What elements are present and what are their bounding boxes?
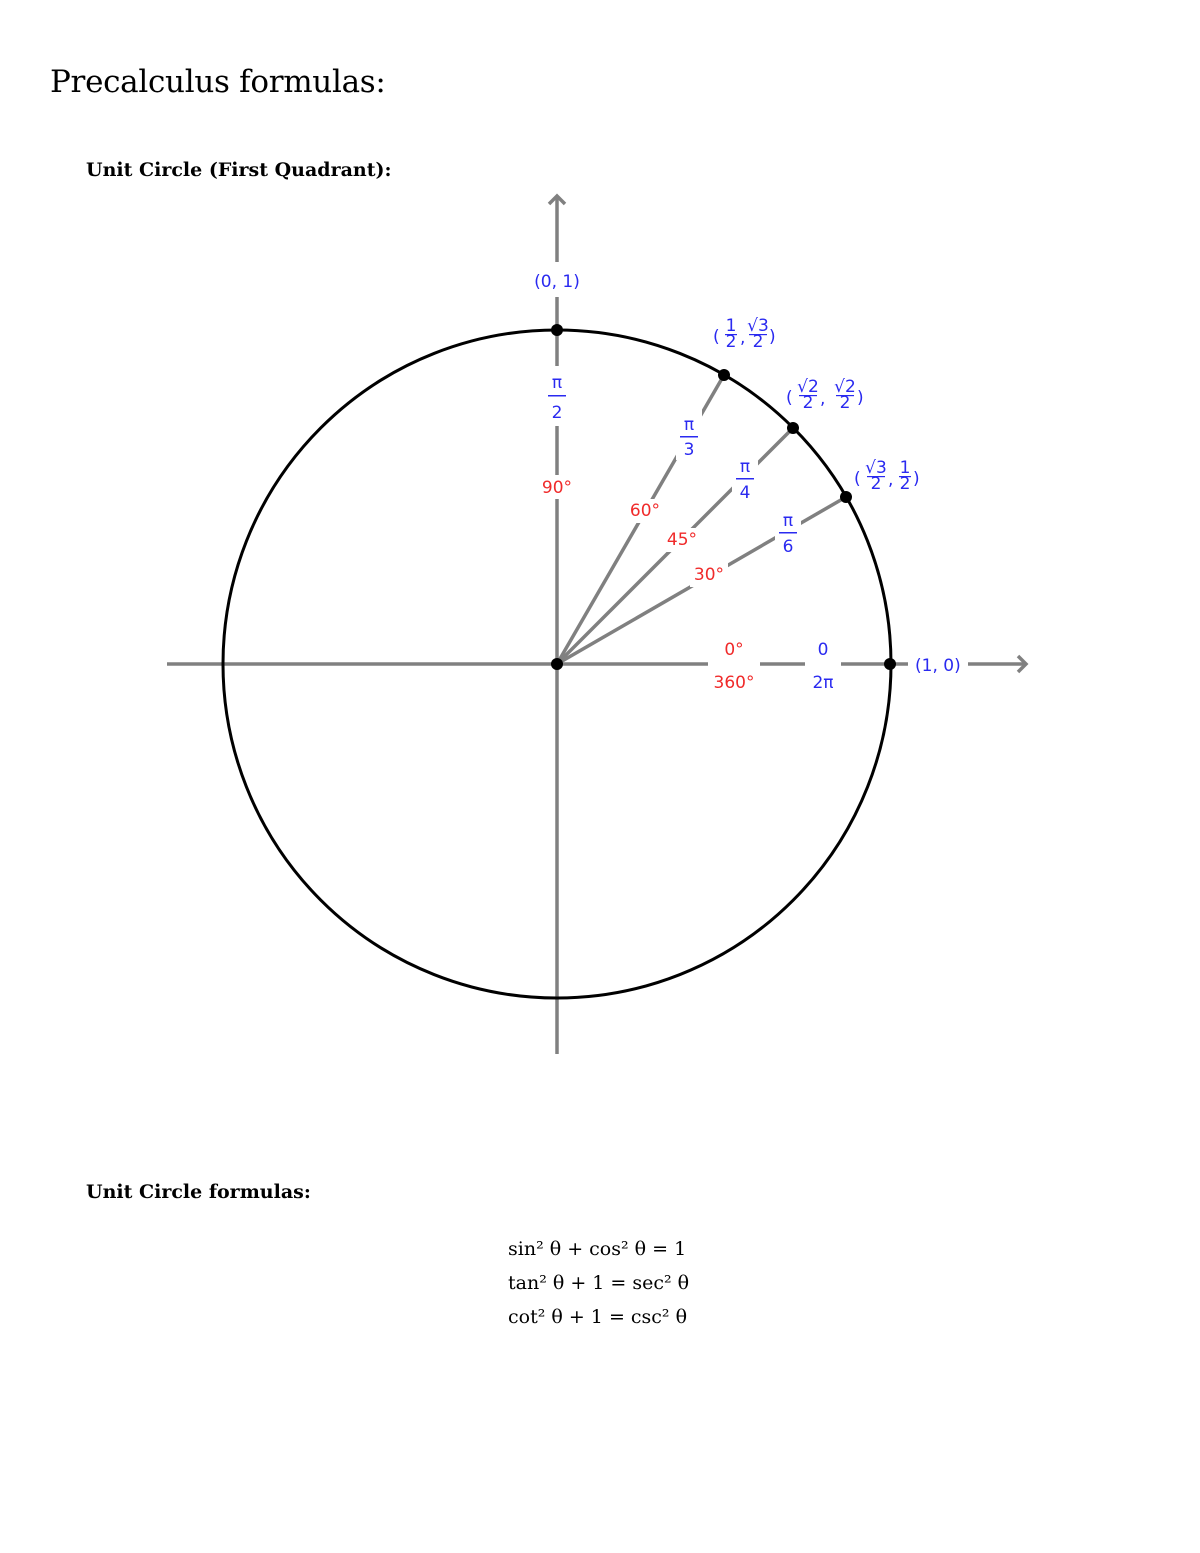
svg-text:√2: √2 xyxy=(797,377,819,397)
page-title: Precalculus formulas: xyxy=(50,64,386,100)
svg-text:4: 4 xyxy=(740,483,751,503)
formulas-heading: Unit Circle formulas: xyxy=(86,1181,311,1203)
formula-tan-sec: tan² θ + 1 = sec² θ xyxy=(508,1272,690,1294)
radian-label-45: π 4 xyxy=(736,457,754,503)
degree-label-90: 90° xyxy=(542,478,572,498)
point-30deg xyxy=(840,491,852,503)
svg-text:2: 2 xyxy=(871,474,882,494)
point-0deg xyxy=(884,658,896,670)
svg-text:1: 1 xyxy=(726,316,737,336)
svg-text:3: 3 xyxy=(684,440,695,460)
coord-label-0: (1, 0) xyxy=(915,656,961,676)
degree-label-360: 360° xyxy=(714,673,755,693)
point-90deg xyxy=(551,324,563,336)
svg-text:π: π xyxy=(740,457,750,477)
coord-label-60: ( 1 2 , √3 2 ) xyxy=(713,316,776,352)
svg-text:2: 2 xyxy=(803,393,814,413)
svg-text:2: 2 xyxy=(753,332,764,352)
formula-list: sin² θ + cos² θ = 1 tan² θ + 1 = sec² θ … xyxy=(508,1232,689,1334)
coord-label-45: ( √2 2 , √2 2 ) xyxy=(786,377,864,413)
y-axis-arrow-icon xyxy=(547,193,567,206)
point-60deg xyxy=(718,369,730,381)
svg-text:1: 1 xyxy=(900,458,911,478)
formula-pythagorean: sin² θ + cos² θ = 1 xyxy=(508,1238,687,1260)
radian-label-30: π 6 xyxy=(779,511,797,557)
radian-label-0: 0 xyxy=(818,640,829,660)
svg-text:√3: √3 xyxy=(865,458,887,478)
svg-text:π: π xyxy=(552,373,562,393)
coord-label-90: (0, 1) xyxy=(534,272,580,292)
coord-label-30: ( √3 2 , 1 2 ) xyxy=(854,458,920,494)
origin-point xyxy=(551,658,563,670)
svg-text:π: π xyxy=(783,511,793,531)
svg-text:): ) xyxy=(913,469,920,489)
radian-label-2pi: 2π xyxy=(812,673,833,693)
svg-text:2: 2 xyxy=(900,474,911,494)
unit-circle-diagram: (0, 1) (1, 0) ( 1 2 , √3 2 ) ( √2 2 , √2… xyxy=(167,193,1029,1054)
formula-cot-csc: cot² θ + 1 = csc² θ xyxy=(508,1306,688,1328)
svg-text:π: π xyxy=(684,415,694,435)
points xyxy=(551,324,896,670)
svg-text:,: , xyxy=(740,328,745,348)
svg-text:6: 6 xyxy=(783,537,794,557)
degree-label-0: 0° xyxy=(724,640,743,660)
unit-circle-heading: Unit Circle (First Quadrant): xyxy=(86,159,392,181)
svg-text:(: ( xyxy=(713,327,720,347)
svg-text:,: , xyxy=(820,389,825,409)
svg-text:): ) xyxy=(769,327,776,347)
svg-text:(: ( xyxy=(786,388,793,408)
point-45deg xyxy=(787,422,799,434)
svg-text:2: 2 xyxy=(726,332,737,352)
svg-text:,: , xyxy=(888,470,893,490)
x-axis-arrow-icon xyxy=(1016,654,1029,674)
svg-text:2: 2 xyxy=(552,403,563,423)
svg-text:√3: √3 xyxy=(747,316,769,336)
svg-text:√2: √2 xyxy=(834,377,856,397)
svg-text:2: 2 xyxy=(840,393,851,413)
degree-label-45: 45° xyxy=(667,530,697,550)
radian-label-90: π 2 xyxy=(548,373,566,423)
svg-text:): ) xyxy=(857,388,864,408)
degree-label-30: 30° xyxy=(694,565,724,585)
radian-label-60: π 3 xyxy=(680,415,698,460)
degree-label-60: 60° xyxy=(630,501,660,521)
svg-text:(: ( xyxy=(854,469,861,489)
